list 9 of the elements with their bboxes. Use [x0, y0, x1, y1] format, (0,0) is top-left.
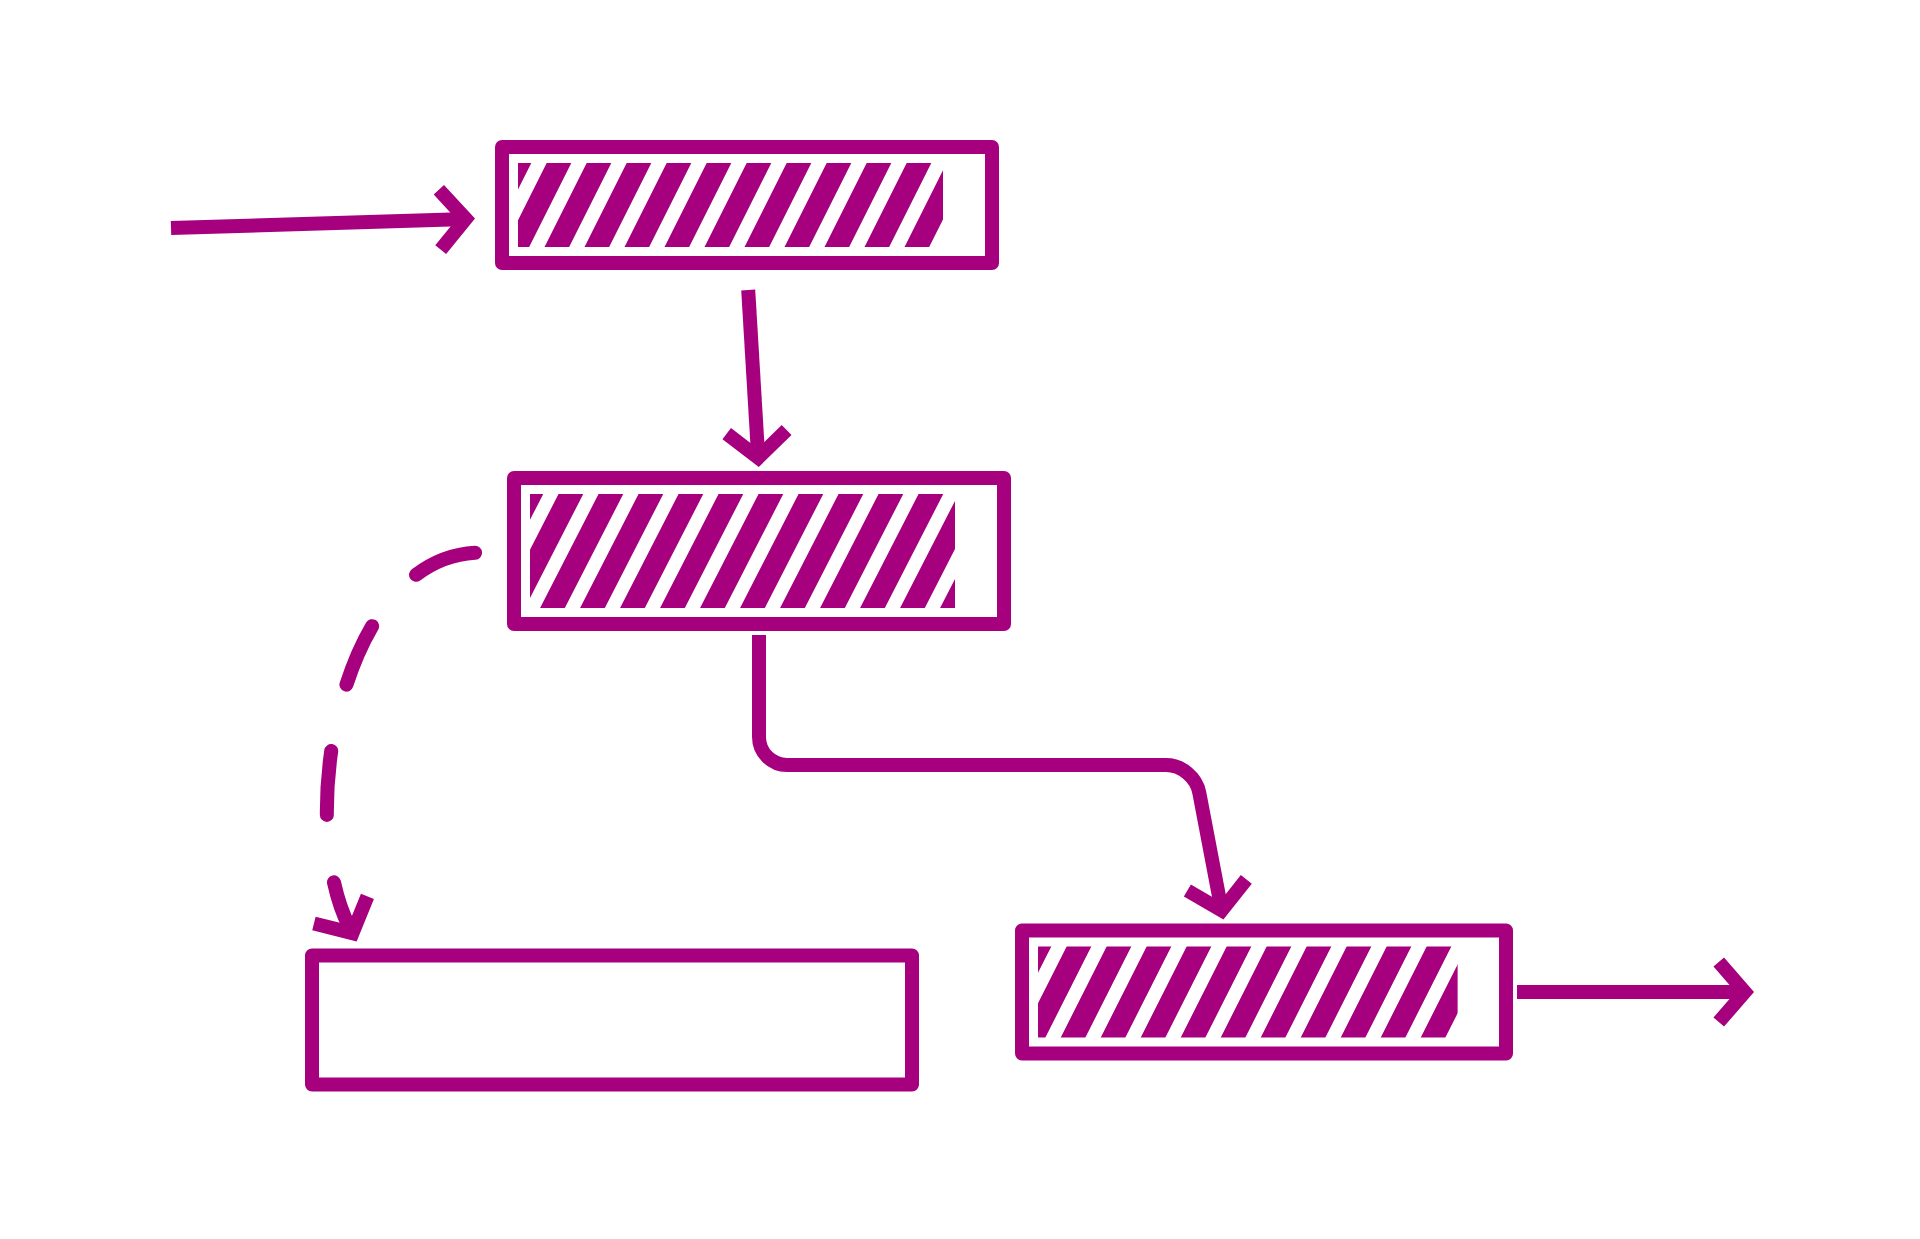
arrow — [722, 289, 792, 467]
arrow — [170, 185, 475, 255]
arrow — [1517, 957, 1755, 1027]
outline-box — [305, 948, 919, 1092]
hatched-box — [507, 471, 1011, 631]
hatched-box — [1015, 923, 1513, 1061]
arrow — [752, 635, 1252, 920]
dashed-arrow — [312, 545, 483, 942]
hatched-box — [495, 140, 999, 270]
